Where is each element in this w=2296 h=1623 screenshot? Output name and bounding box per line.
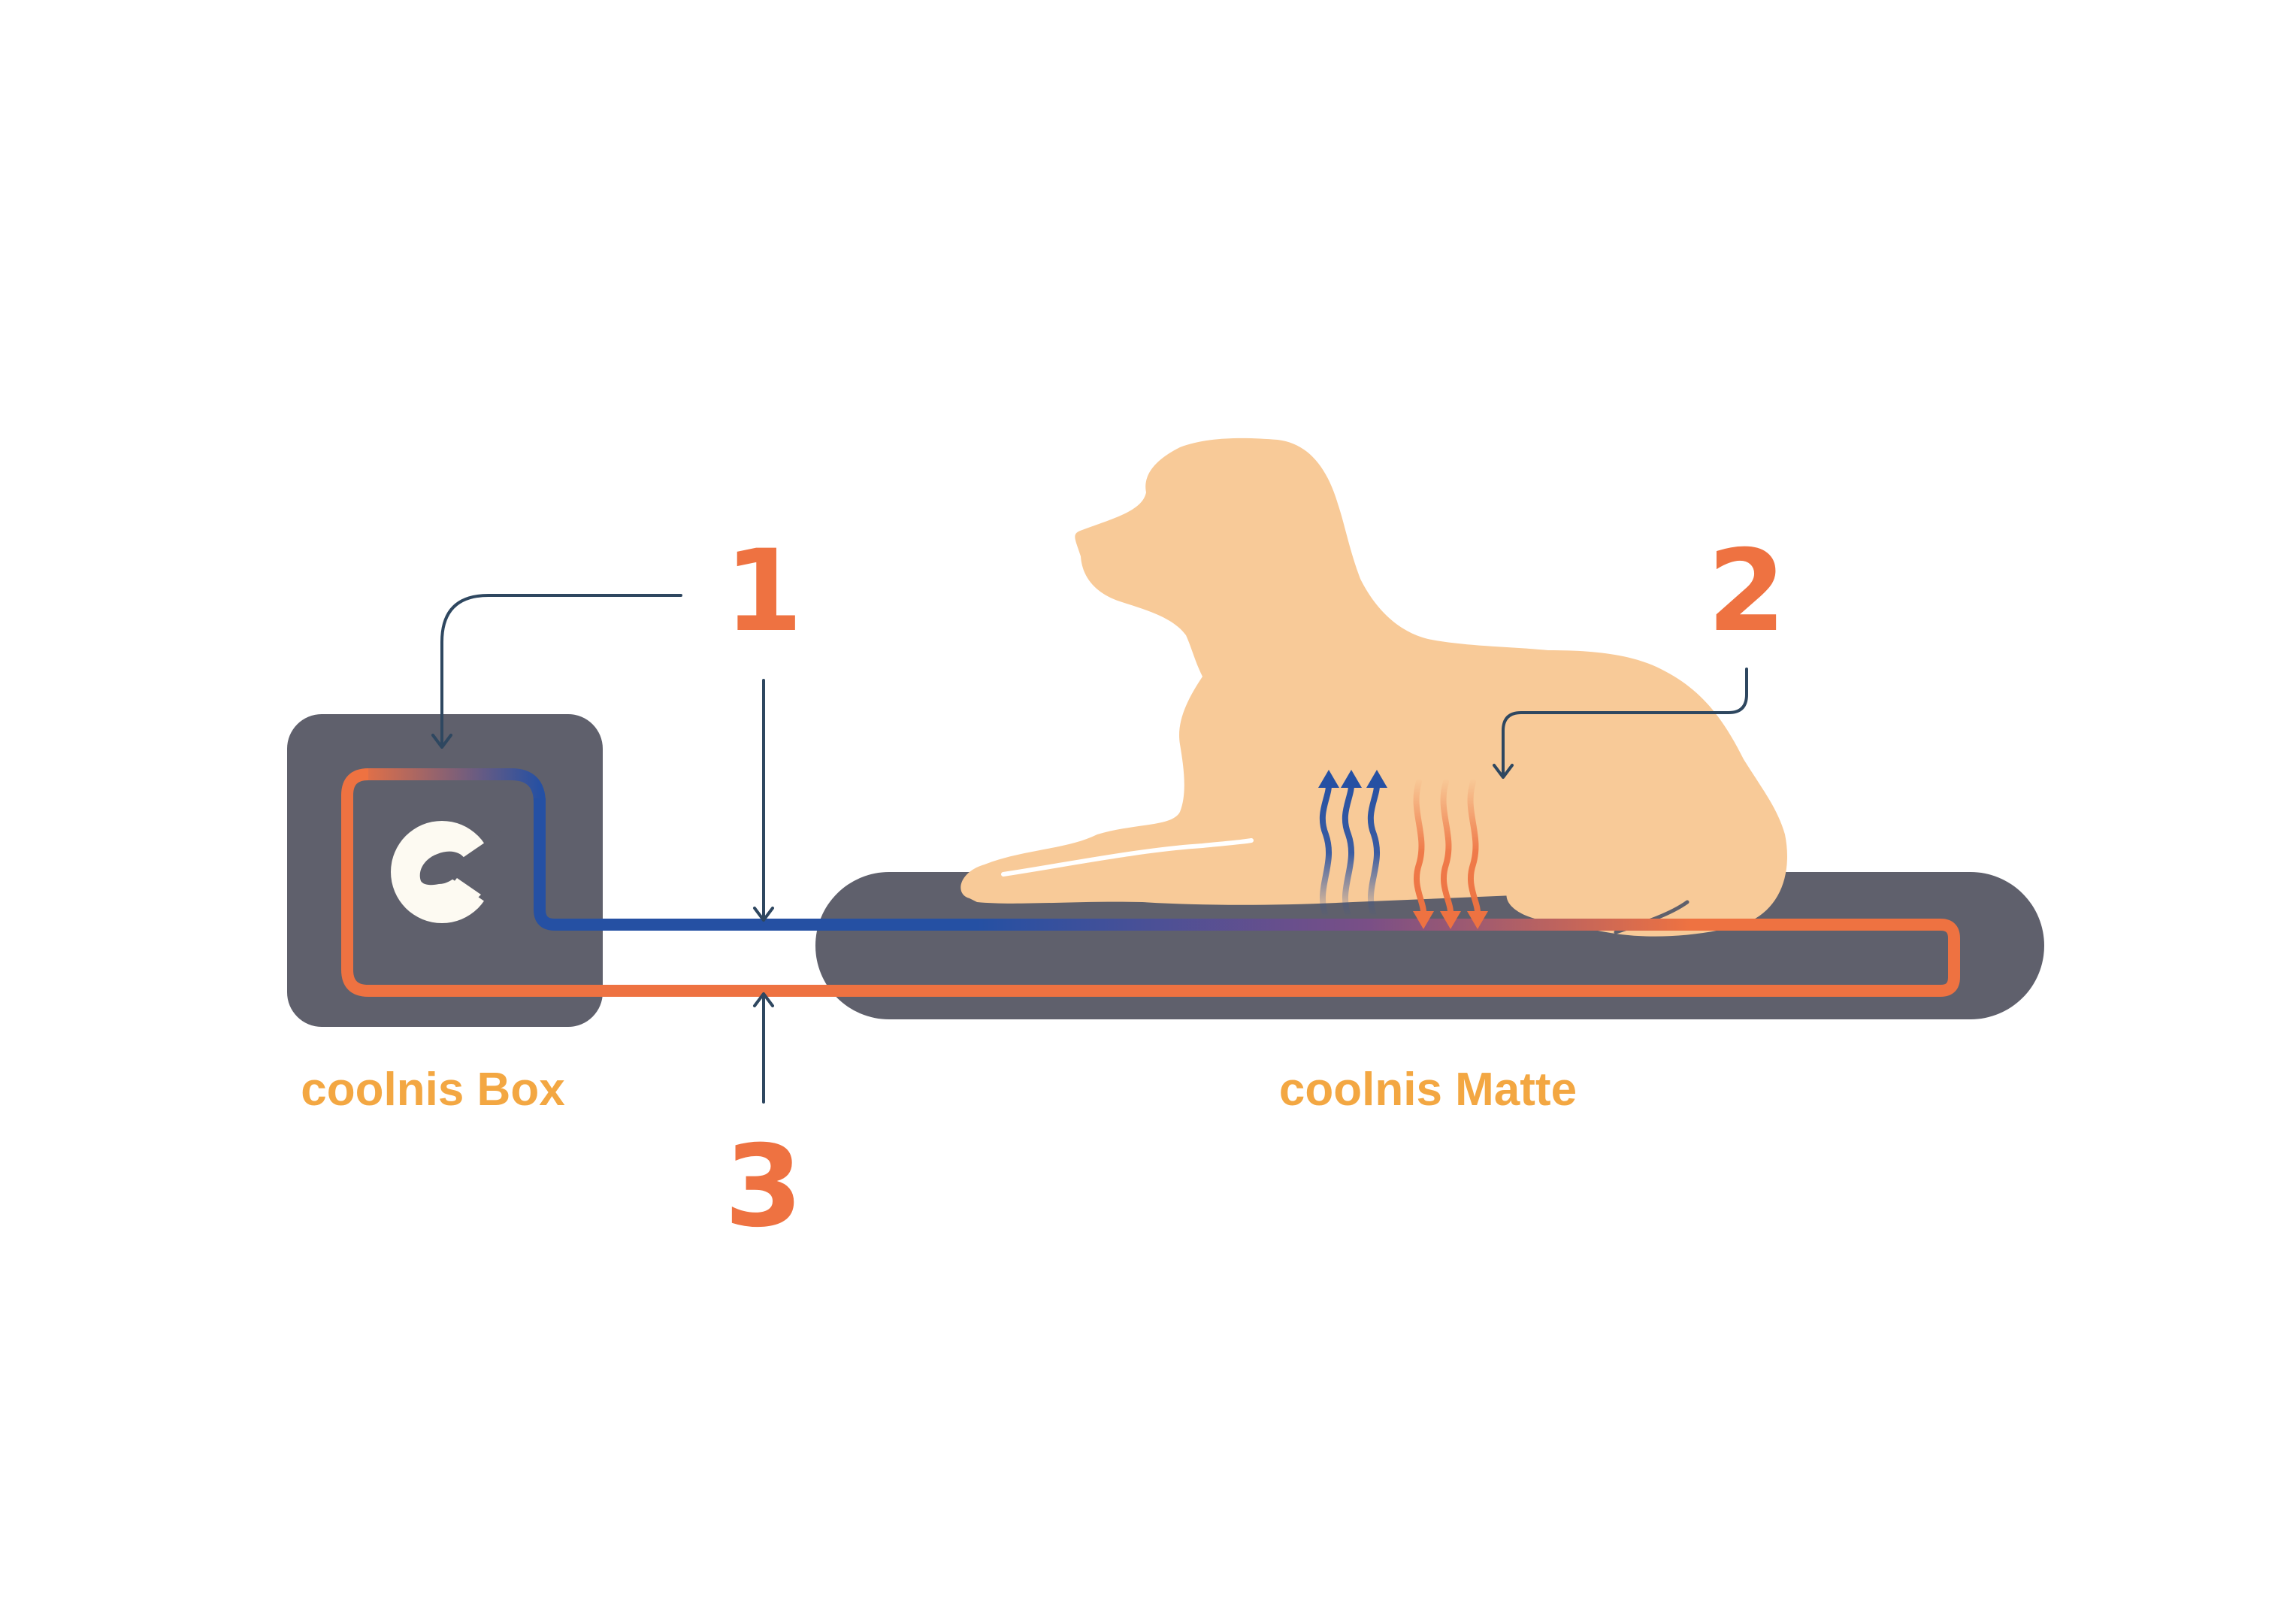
callout-number-1: 1 [724,526,803,657]
cool-arrowheads [1318,770,1387,788]
return-pipe-warm [341,768,1960,997]
leader-arrow-1 [431,734,452,749]
callout-number-2: 2 [1708,526,1786,657]
heat-arrowheads [1413,911,1488,929]
heat-wavy-arrows-icon [1413,779,1481,919]
coolnis-c-dog-logo-icon [391,821,502,923]
leader-line-1 [440,594,682,747]
supply-pipe-cold [534,798,977,931]
leader-line-2 [1502,668,1748,776]
box-top-pipe [368,768,546,804]
dog-silhouette [960,438,1787,937]
leader-arrow-2 [1493,764,1514,779]
leader-arrow-3 [753,992,774,1007]
cool-wavy-arrows-icon [1319,779,1381,919]
leader-arrow-1b [753,907,774,922]
dog-leg-line [1001,838,1254,877]
label-coolnis-mat: coolnis Matte [1279,1064,1577,1116]
callout-number-3: 3 [724,1122,803,1252]
label-coolnis-box: coolnis Box [301,1064,565,1116]
